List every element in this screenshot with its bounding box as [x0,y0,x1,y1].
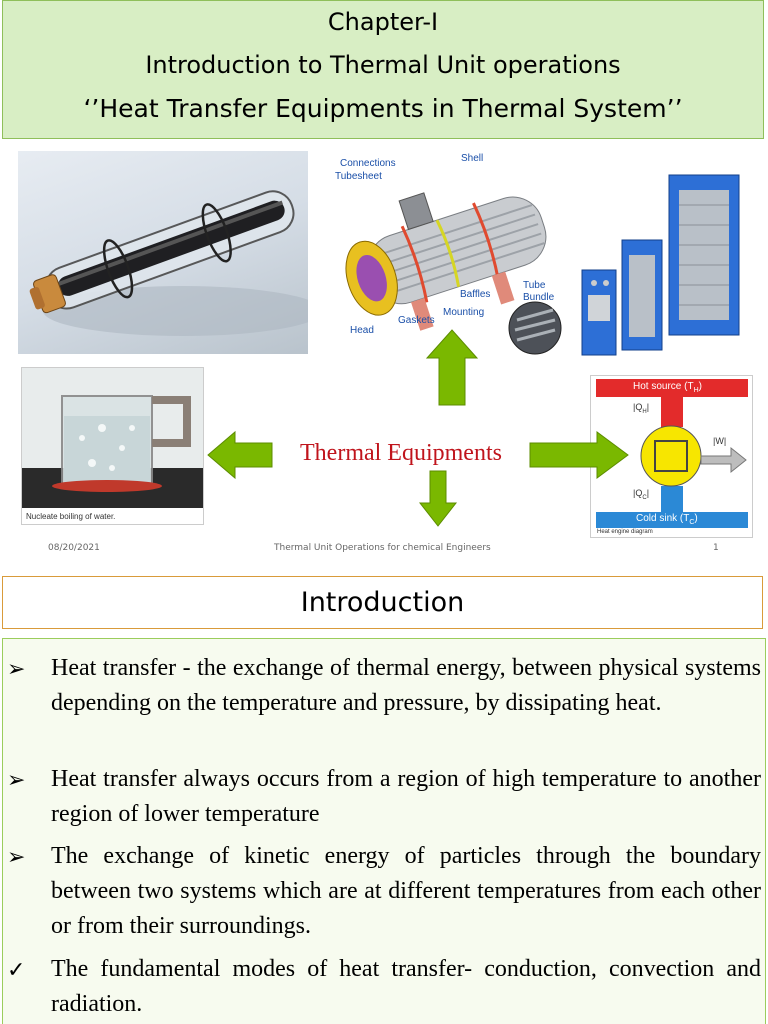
bullet-text: Heat transfer always occurs from a regio… [51,766,761,827]
hot-source-label: Hot source (TH) [633,381,702,394]
bullet-item: ➢ The exchange of kinetic energy of part… [7,839,761,944]
label-gaskets: Gaskets [398,315,435,326]
arrow-bullet-icon: ➢ [7,656,26,681]
footer-page: 1 [713,543,719,553]
cold-sink-label: Cold sink (TC) [636,513,698,526]
engine-caption: Heat engine diagram [597,529,653,535]
qc-label: |QC| [633,488,650,501]
slide-1: Chapter-I Introduction to Thermal Unit o… [2,0,764,553]
chapter-subtitle: Introduction to Thermal Unit operations [145,51,621,79]
footer-date: 08/20/2021 [48,543,100,553]
label-bundle: Bundle [523,292,555,303]
intro-body: ➢ Heat transfer - the exchange of therma… [2,638,766,1024]
bullet-text: The fundamental modes of heat transfer- … [51,956,761,1017]
label-baffles: Baffles [460,289,491,300]
plate-exchanger-image [574,165,750,361]
label-shell: Shell [461,153,484,164]
bullet-text: Heat transfer - the exchange of thermal … [51,655,761,716]
bullet-item: ✓ The fundamental modes of heat transfer… [7,952,761,1022]
arrow-bullet-icon: ➢ [7,767,26,792]
check-bullet-icon: ✓ [7,957,26,982]
slide-title-box: Chapter-I Introduction to Thermal Unit o… [2,0,764,139]
chapter-title: Chapter-I [327,8,439,36]
heat-engine-diagram: Hot source (TH) Cold sink (TC) |QH| |QC|… [590,375,753,538]
arrow-up-icon [425,329,479,406]
footer-course: Thermal Unit Operations for chemical Eng… [274,543,491,553]
work-label: |W| [713,436,727,446]
label-tube: Tube [523,280,546,291]
arrow-down-icon [418,470,458,527]
intro-heading: Introduction [300,587,465,618]
solar-tube-image [18,151,308,354]
arrow-right-icon [529,431,629,479]
label-connections: Connections [340,158,396,169]
label-head: Head [350,325,374,336]
intro-heading-box: Introduction [2,576,763,629]
arrows-layer [207,329,629,527]
slide-2: Introduction ➢ Heat transfer - the excha… [0,572,768,1024]
chapter-quote: ‘’Heat Transfer Equipments in Thermal Sy… [83,94,683,123]
arrow-left-icon [207,430,273,480]
arrow-bullet-icon: ➢ [7,844,26,869]
bullet-text: The exchange of kinetic energy of partic… [51,843,761,939]
label-tubesheet: Tubesheet [335,171,382,182]
label-mounting: Mounting [443,307,485,318]
pot-caption: Nucleate boiling of water. [26,512,116,521]
boiling-water-image: Nucleate boiling of water. [21,367,204,525]
bullet-item: ➢ Heat transfer always occurs from a reg… [7,762,761,832]
shell-tube-exchanger-image: Connections Tubesheet Shell Baffles Tube… [323,150,568,355]
qh-label: |QH| [633,402,650,415]
bullet-item: ➢ Heat transfer - the exchange of therma… [7,651,761,721]
thermal-equipments-label: Thermal Equipments [300,440,502,466]
